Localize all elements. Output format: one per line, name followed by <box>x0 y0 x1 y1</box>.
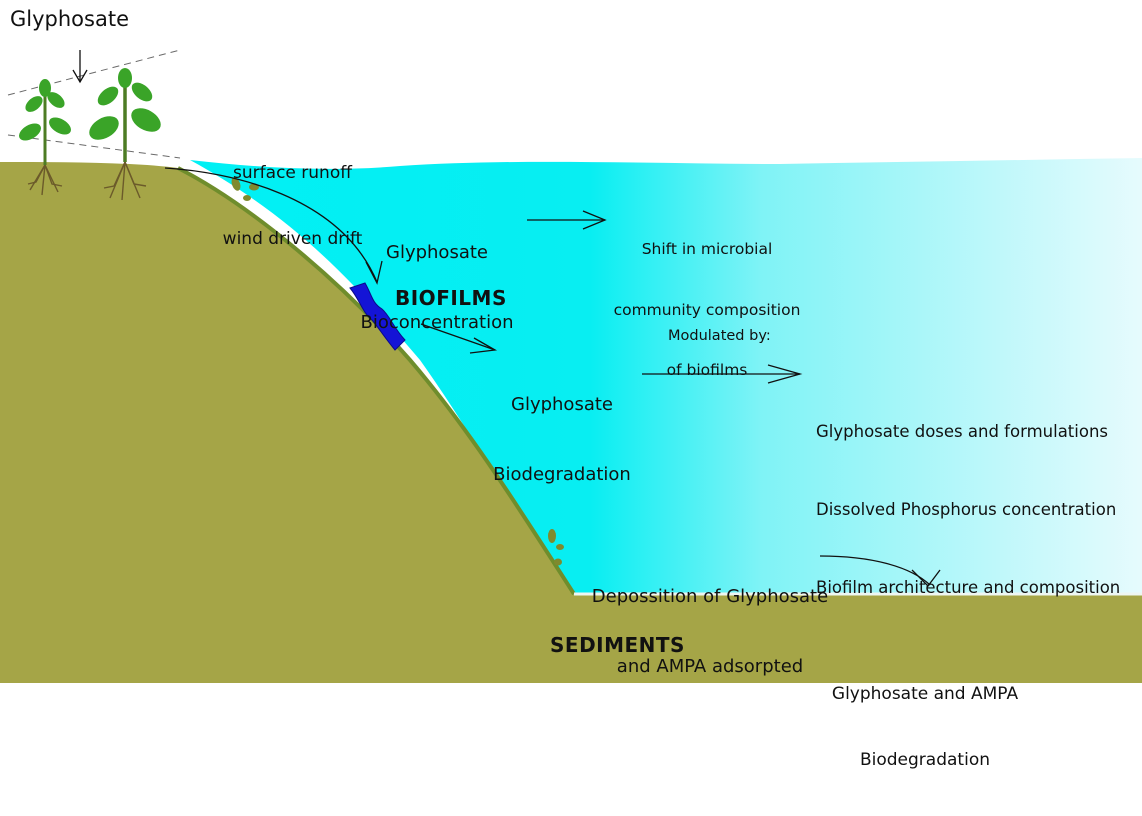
ampa-biodegradation-label: Glyphosate and AMPA Biodegradation <box>805 639 1045 816</box>
factors-list: Glyphosate doses and formulations Dissol… <box>816 367 1120 653</box>
sediments-heading: SEDIMENTS <box>550 632 685 658</box>
factor-item: Biofilm architecture and composition <box>816 575 1120 601</box>
glyphosate-fate-diagram: Glyphosate surface runoff wind driven dr… <box>0 0 1142 683</box>
bioconcentration-line-2: Bioconcentration <box>352 311 522 334</box>
modulated-label: Modulated by: <box>668 327 771 346</box>
biodegradation-line-2: Biodegradation <box>482 463 642 486</box>
shift-line-1: Shift in microbial <box>612 239 802 259</box>
ampa-line-1: Glyphosate and AMPA <box>805 683 1045 705</box>
glyphosate-label: Glyphosate <box>10 6 129 33</box>
deposition-line-1: Depossition of Glyphosate <box>575 585 845 608</box>
factor-item: Glyphosate doses and formulations <box>816 419 1120 445</box>
biofilms-heading: BIOFILMS <box>395 285 507 311</box>
biodegradation-line-1: Glyphosate <box>482 393 642 416</box>
factor-item: Dissolved Phosphorus concentration <box>816 497 1120 523</box>
bioconcentration-line-1: Glyphosate <box>352 241 522 264</box>
ampa-line-2: Biodegradation <box>805 749 1045 771</box>
shift-line-2: community composition <box>612 300 802 320</box>
runoff-line-1: surface runoff <box>200 162 385 184</box>
biodegradation-label: Glyphosate Biodegradation <box>482 346 642 533</box>
